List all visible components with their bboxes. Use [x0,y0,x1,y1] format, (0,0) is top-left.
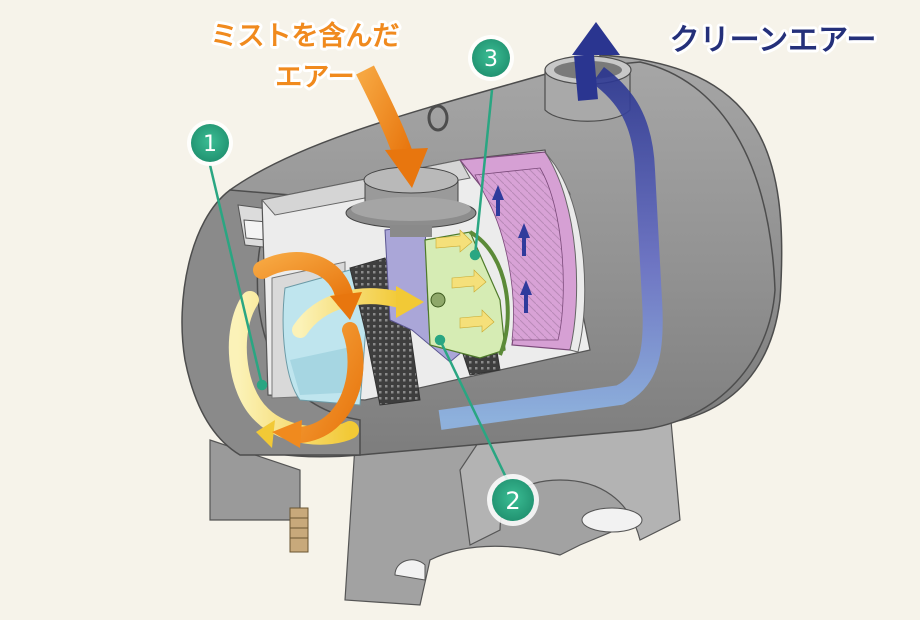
clean-air-flow-path [438,22,663,430]
marker-2-label: 2 [505,487,520,515]
marker-3-label: 3 [484,47,498,72]
marker-2: 2 [487,474,539,526]
drain-fitting [289,507,309,553]
marker-leader-lines [208,89,515,493]
mist-air-label-line2: エアー [275,62,354,93]
clean-air-label: クリーンエアー [670,23,877,58]
orange-swirl-arrow-icon [253,252,364,448]
marker-1-label: 1 [203,132,217,157]
orange-inflow-arrow-icon [356,65,428,188]
marker-3: 3 [468,35,514,81]
fan-flow-arrows [492,185,532,313]
mist-air-label-line1: ミストを含んだ [211,20,400,52]
clean-air-outflow-arrow-icon [572,22,620,55]
marker-1: 1 [187,120,233,166]
inner-flow-arrows [435,229,495,333]
